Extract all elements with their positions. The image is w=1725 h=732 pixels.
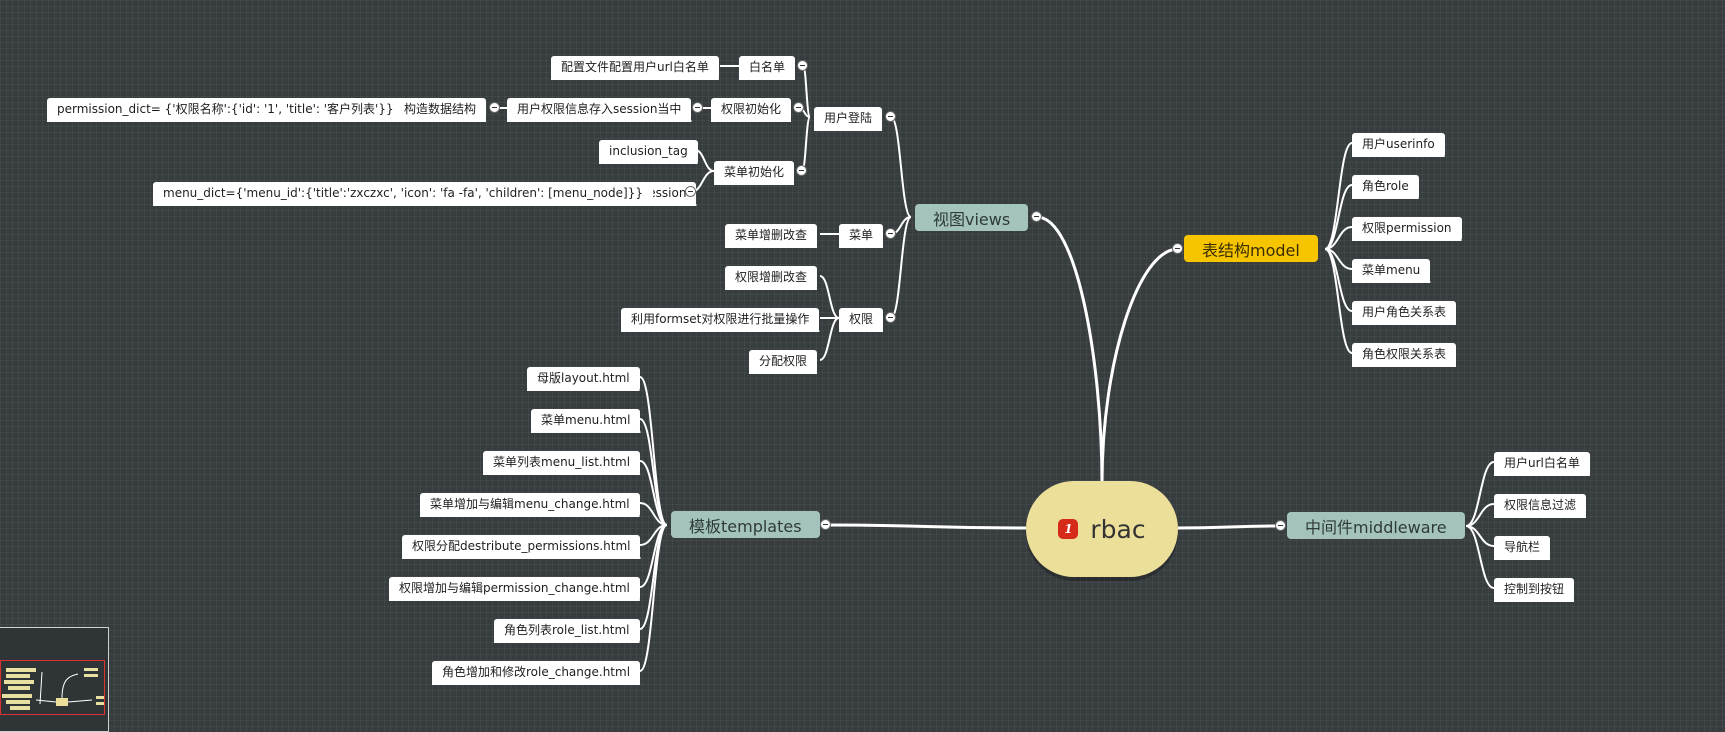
topic-permission-session[interactable]: 用户权限信息存入session当中 — [507, 98, 692, 119]
collapse-icon[interactable] — [793, 102, 804, 113]
template-item[interactable]: 权限分配destribute_permissions.html — [402, 535, 641, 556]
template-item[interactable]: 菜单menu.html — [531, 409, 641, 430]
minimap[interactable] — [0, 627, 109, 732]
branch-templates[interactable]: 模板templates — [671, 511, 820, 538]
connector-line — [1324, 184, 1353, 250]
connector-line — [819, 275, 840, 319]
middleware-item[interactable]: 用户url白名单 — [1494, 452, 1590, 473]
collapse-icon[interactable] — [1275, 520, 1286, 531]
template-item[interactable]: 角色增加和修改role_change.html — [432, 661, 641, 682]
connector-line — [639, 524, 668, 672]
root-topic[interactable]: 1 rbac — [1026, 481, 1178, 577]
collapse-icon[interactable] — [685, 186, 696, 197]
collapse-icon[interactable] — [885, 312, 896, 323]
topic-user-login[interactable]: 用户登陆 — [814, 107, 883, 128]
branch-views[interactable]: 视图views — [915, 204, 1029, 231]
connector-line — [639, 418, 668, 526]
connector-line — [639, 460, 668, 526]
topic-whitelist[interactable]: 白名单 — [739, 56, 796, 77]
model-item[interactable]: 菜单menu — [1352, 259, 1431, 280]
topic-menu-init[interactable]: 菜单初始化 — [714, 161, 795, 182]
model-item[interactable]: 用户角色关系表 — [1352, 301, 1457, 322]
connector-line — [1465, 461, 1495, 527]
template-item[interactable]: 菜单增加与编辑menu_change.html — [420, 493, 640, 514]
topic-permission-crud[interactable]: 权限增删改查 — [725, 266, 818, 287]
topic-permission-dict[interactable]: permission_dict= {'权限名称':{'id': '1', 'ti… — [47, 98, 404, 119]
collapse-icon[interactable] — [1172, 243, 1183, 254]
topic-permission-init[interactable]: 权限初始化 — [711, 98, 792, 119]
connector-line — [1324, 142, 1353, 250]
topic-build-structure[interactable]: 构造数据结构 — [394, 98, 487, 119]
topic-menu[interactable]: 菜单 — [839, 224, 884, 245]
connector-line — [639, 524, 668, 630]
topic-formset-batch[interactable]: 利用formset对权限进行批量操作 — [621, 308, 820, 329]
minimap-viewport[interactable] — [0, 660, 105, 715]
branch-middleware[interactable]: 中间件middleware — [1287, 512, 1465, 539]
model-item[interactable]: 权限permission — [1352, 217, 1462, 238]
topic-permission[interactable]: 权限 — [839, 308, 884, 329]
connector-line — [1177, 524, 1282, 530]
topic-menu-crud[interactable]: 菜单增删改查 — [725, 224, 818, 245]
model-item[interactable]: 角色role — [1352, 175, 1419, 196]
connector-line — [694, 149, 715, 172]
mindmap-app-icon: 1 — [1058, 519, 1079, 539]
collapse-icon[interactable] — [1031, 211, 1042, 222]
collapse-icon[interactable] — [885, 111, 896, 122]
minimap-preview — [2, 668, 104, 710]
connector-line — [1465, 525, 1495, 589]
topic-assign-permission[interactable]: 分配权限 — [749, 350, 818, 371]
collapse-icon[interactable] — [820, 519, 831, 530]
template-item[interactable]: 母版layout.html — [527, 367, 640, 388]
connector-line — [1100, 247, 1179, 484]
topic-menu-dict[interactable]: menu_dict={'menu_id':{'title':'zxczxc', … — [153, 182, 653, 203]
collapse-icon[interactable] — [797, 60, 808, 71]
collapse-icon[interactable] — [885, 228, 896, 239]
template-item[interactable]: 权限增加与编辑permission_change.html — [389, 577, 640, 598]
connector-line — [802, 65, 811, 118]
topic-whitelist-config[interactable]: 配置文件配置用户url白名单 — [551, 56, 719, 77]
middleware-item[interactable]: 控制到按钮 — [1494, 578, 1575, 599]
collapse-icon[interactable] — [489, 102, 500, 113]
branch-model[interactable]: 表结构model — [1184, 235, 1318, 262]
connector-line — [819, 317, 840, 361]
connector-line — [1324, 248, 1353, 354]
template-item[interactable]: 菜单列表menu_list.html — [483, 451, 641, 472]
connector-line — [890, 116, 912, 218]
connector-line — [1036, 215, 1104, 484]
model-item[interactable]: 用户userinfo — [1352, 133, 1445, 154]
middleware-item[interactable]: 导航栏 — [1494, 536, 1551, 557]
topic-inclusion-tag[interactable]: inclusion_tag — [599, 140, 698, 161]
model-item[interactable]: 角色权限关系表 — [1352, 343, 1457, 364]
root-label: rbac — [1090, 514, 1146, 544]
template-item[interactable]: 角色列表role_list.html — [494, 619, 640, 640]
connector-line — [801, 116, 811, 172]
collapse-icon[interactable] — [692, 102, 703, 113]
middleware-item[interactable]: 权限信息过滤 — [1494, 494, 1587, 515]
connector-line — [825, 523, 1027, 530]
collapse-icon[interactable] — [796, 165, 807, 176]
